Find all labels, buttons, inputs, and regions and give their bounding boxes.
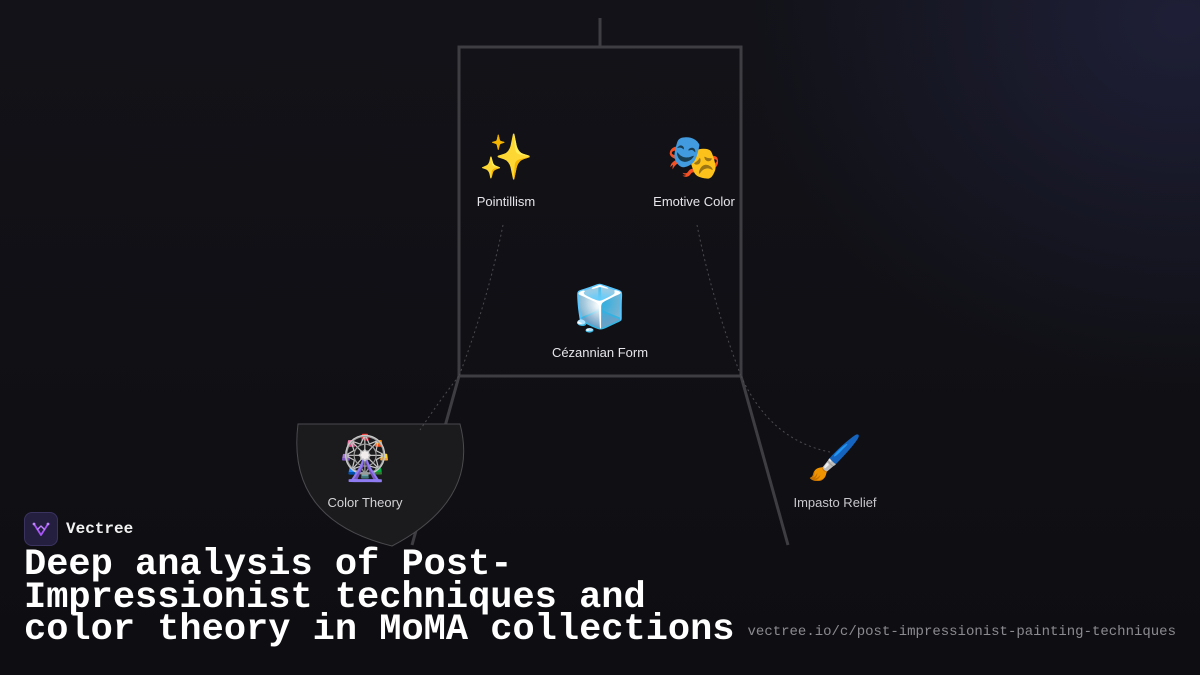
node-label: Cézannian Form — [551, 345, 649, 360]
node-label: Impasto Relief — [793, 495, 877, 510]
paintbrush-icon: 🖌️ — [807, 433, 863, 484]
connector-color-theory — [419, 375, 460, 431]
connector-impasto-relief — [740, 375, 831, 453]
node-color-theory[interactable]: 🎡 Color Theory — [285, 433, 445, 510]
brand-name: Vectree — [66, 520, 134, 538]
palette-shape — [296, 423, 465, 547]
node-cezannian-form[interactable]: 🧊 Cézannian Form — [520, 283, 680, 360]
node-emotive-color[interactable]: 🎭 Emotive Color — [614, 132, 774, 209]
page-title: Deep analysis of Post-Impressionist tech… — [24, 544, 735, 651]
connector-pointillism — [458, 224, 504, 377]
vectree-logo-icon — [24, 512, 58, 546]
ferris-wheel-icon: 🎡 — [337, 433, 393, 484]
brand[interactable]: Vectree — [24, 512, 133, 546]
node-impasto-relief[interactable]: 🖌️ Impasto Relief — [755, 433, 915, 510]
source-url[interactable]: vectree.io/c/post-impressionist-painting… — [747, 624, 1176, 640]
node-label: Pointillism — [476, 194, 536, 209]
node-pointillism[interactable]: ✨ Pointillism — [426, 132, 586, 209]
node-label: Emotive Color — [653, 194, 735, 209]
canvas-frame — [457, 45, 743, 378]
connector-emotive-color — [696, 224, 742, 377]
node-label: Color Theory — [327, 495, 403, 510]
sparkles-icon: ✨ — [478, 132, 534, 183]
ice-cube-icon: 🧊 — [572, 283, 628, 334]
easel-right-leg — [739, 375, 790, 546]
theater-masks-icon: 🎭 — [666, 132, 722, 183]
